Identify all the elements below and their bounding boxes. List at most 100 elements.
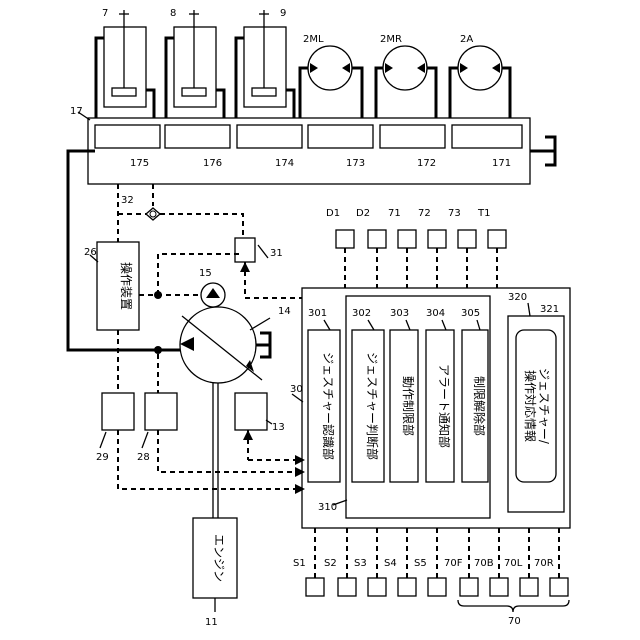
unit-301-label: ジェスチャー認識部 — [321, 352, 336, 460]
ref-171: 171 — [492, 158, 511, 169]
unit-302: ジェスチャー判断部 302 — [352, 308, 384, 482]
ref-2A: 2A — [460, 34, 473, 45]
ref-31: 31 — [270, 248, 283, 259]
shuttle-valve-32: 32 — [118, 184, 243, 242]
ref-13: 13 — [272, 422, 285, 433]
ref-D2: D2 — [356, 208, 370, 219]
engine-label: エンジン — [212, 534, 226, 582]
unit-302-label: ジェスチャー判断部 — [365, 352, 380, 460]
sensor-D1 — [336, 230, 354, 248]
sensor-D2 — [368, 230, 386, 248]
ref-310: 310 — [318, 502, 337, 513]
ref-71: 71 — [388, 208, 401, 219]
top-sensors: D1 D2 71 72 73 T1 — [326, 208, 506, 288]
unit-303: 動作制限部 303 — [390, 308, 418, 482]
motor-2A: 2A — [450, 34, 510, 118]
switch-70R — [550, 578, 568, 596]
ref-D1: D1 — [326, 208, 340, 219]
ref-2ML: 2ML — [303, 34, 324, 45]
switch-70L — [520, 578, 538, 596]
ref-175: 175 — [130, 158, 149, 169]
storage-320: ジェスチャー/ 操作対応情報 320 321 — [508, 292, 564, 512]
ref-70B: 70B — [474, 558, 494, 569]
ref-305: 305 — [461, 308, 480, 319]
cylinder-7: 7 — [96, 8, 154, 118]
ref-S3: S3 — [354, 558, 367, 569]
ref-304: 304 — [426, 308, 445, 319]
ref-8: 8 — [170, 8, 176, 19]
unit-304-label: アラート通知部 — [437, 364, 452, 448]
sensor-T1 — [488, 230, 506, 248]
ref-173: 173 — [346, 158, 365, 169]
sensor-73 — [458, 230, 476, 248]
prop-valve-13: 13 — [235, 393, 305, 465]
spool-173 — [308, 125, 373, 148]
pressure-sensor-31: 31 — [235, 238, 302, 298]
ref-303: 303 — [390, 308, 409, 319]
ref-302: 302 — [352, 308, 371, 319]
ref-172: 172 — [417, 158, 436, 169]
sensor-72 — [428, 230, 446, 248]
unit-305: 制限解除部 305 — [461, 308, 488, 482]
ref-S2: S2 — [324, 558, 337, 569]
tank-symbol-right — [530, 137, 555, 165]
storage-info-line2: 操作対応情報 — [523, 370, 538, 442]
ref-73: 73 — [448, 208, 461, 219]
switch-70B — [490, 578, 508, 596]
motor-2MR: 2MR — [376, 34, 436, 118]
ref-301: 301 — [308, 308, 327, 319]
switch-S3 — [368, 578, 386, 596]
ref-320: 320 — [508, 292, 527, 303]
ref-26: 26 — [84, 247, 97, 258]
spool-176 — [165, 125, 230, 148]
ref-32: 32 — [121, 195, 134, 206]
ref-15: 15 — [199, 268, 212, 279]
engine-block: エンジン 11 — [193, 518, 237, 628]
storage-info-line1: ジェスチャー/ — [537, 368, 551, 445]
operating-device: 操作装置 26 — [84, 242, 139, 330]
ref-S5: S5 — [414, 558, 427, 569]
prop-valve-29: 29 — [96, 330, 305, 494]
spool-174 — [237, 125, 302, 148]
switch-S5 — [428, 578, 446, 596]
controller-30: 30 310 ジェスチャー認識部 301 ジェスチャー判断部 302 動作制限部… — [290, 288, 570, 528]
ref-17: 17 — [70, 106, 83, 117]
ref-S4: S4 — [384, 558, 397, 569]
ref-9: 9 — [280, 8, 286, 19]
operating-device-label: 操作装置 — [119, 262, 134, 310]
ref-2MR: 2MR — [380, 34, 402, 45]
cylinder-8: 8 — [166, 8, 224, 118]
ref-70: 70 — [508, 616, 521, 627]
spool-172 — [380, 125, 445, 148]
ref-321: 321 — [540, 304, 559, 315]
unit-304: アラート通知部 304 — [426, 308, 454, 482]
pilot-pump-15: 15 — [139, 254, 243, 307]
motor-2ML: 2ML — [300, 34, 362, 118]
ref-176: 176 — [203, 158, 222, 169]
spool-171 — [452, 125, 522, 148]
ref-14: 14 — [278, 306, 291, 317]
ref-28: 28 — [137, 452, 150, 463]
switch-S4 — [398, 578, 416, 596]
ref-S1: S1 — [293, 558, 306, 569]
bracket-70 — [458, 600, 569, 612]
control-valve-block: 175 176 174 173 172 171 17 — [70, 106, 530, 184]
ref-11: 11 — [205, 617, 218, 628]
ref-29: 29 — [96, 452, 109, 463]
ref-70F: 70F — [444, 558, 463, 569]
ref-72: 72 — [418, 208, 431, 219]
switch-S1 — [306, 578, 324, 596]
switch-S2 — [338, 578, 356, 596]
unit-301: ジェスチャー認識部 301 — [308, 308, 340, 482]
unit-303-label: 動作制限部 — [401, 376, 416, 436]
switch-70F — [460, 578, 478, 596]
ref-T1: T1 — [477, 208, 490, 219]
spool-175 — [95, 125, 160, 148]
ref-70L: 70L — [504, 558, 523, 569]
ref-7: 7 — [102, 8, 108, 19]
unit-305-label: 制限解除部 — [472, 376, 487, 436]
sensor-71 — [398, 230, 416, 248]
ref-30: 30 — [290, 384, 303, 395]
ref-174: 174 — [275, 158, 294, 169]
